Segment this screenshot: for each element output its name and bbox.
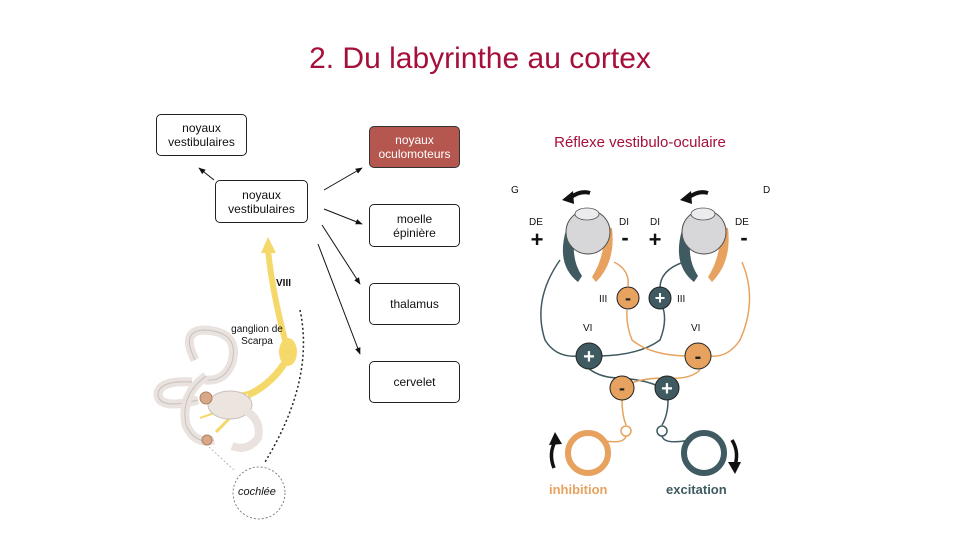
svg-text:-: - xyxy=(695,346,702,368)
nucleus-vi-right-label: VI xyxy=(691,323,701,334)
muscle-di-right: DI xyxy=(650,217,660,228)
labyrinth-illustration xyxy=(153,325,263,452)
arrow-to-cervelet xyxy=(317,243,361,355)
box-thalamus: thalamus xyxy=(369,283,460,325)
sign-di-left: - xyxy=(621,225,628,250)
svg-text:+: + xyxy=(583,346,595,368)
node-center-minus xyxy=(609,375,635,401)
eye-right xyxy=(678,190,729,282)
node-iii-right-plus xyxy=(648,286,672,310)
muscle-de-right: DE xyxy=(735,217,749,228)
ganglion-scarpa-label: ganglion de Scarpa xyxy=(231,324,283,347)
node-vi-left-plus xyxy=(575,342,603,370)
arrow-to-top-box xyxy=(198,167,215,181)
side-left-label: G xyxy=(511,185,519,196)
box-noyaux-vestibulaires-top: noyaux vestibulaires xyxy=(156,114,247,156)
nucleus-vi-left-label: VI xyxy=(583,323,593,334)
legend-inhibition: inhibition xyxy=(549,482,608,497)
svg-text:-: - xyxy=(619,378,625,398)
legend-excitation: excitation xyxy=(666,482,727,497)
box-noyaux-oculomoteurs: noyaux oculomoteurs xyxy=(369,126,460,168)
side-right-label: D xyxy=(763,185,771,196)
arrow-to-oculomoteurs xyxy=(323,167,363,191)
nerve-viii-label: VIII xyxy=(276,278,292,289)
pathway-arrows xyxy=(198,167,363,355)
arrow-to-thalamus xyxy=(321,224,361,285)
canal-right-excitation xyxy=(681,430,741,476)
excitation-lines xyxy=(540,259,691,443)
cochlea-pathway xyxy=(207,309,305,520)
sign-di-right: + xyxy=(649,227,662,252)
svg-text:+: + xyxy=(661,378,673,400)
sign-de-left: + xyxy=(531,227,544,252)
nucleus-iii-right-label: III xyxy=(677,294,686,305)
eye-left xyxy=(562,190,613,282)
sign-de-right: - xyxy=(740,225,747,250)
arrow-to-moelle xyxy=(323,208,363,225)
cochlea-label: cochlée xyxy=(238,486,276,498)
nucleus-iii-left-label: III xyxy=(599,294,608,305)
muscle-signs: + - + - xyxy=(531,225,748,252)
node-center-plus xyxy=(654,375,680,401)
page-title: 2. Du labyrinthe au cortex xyxy=(309,42,651,75)
muscle-de-left: DE xyxy=(529,217,543,228)
cochlea-circle xyxy=(232,466,286,520)
reflex-title: Réflexe vestibulo-oculaire xyxy=(554,134,726,151)
canal-left-inhibition xyxy=(549,430,611,476)
ganglion-scarpa-shape xyxy=(279,338,297,366)
box-moelle-epiniere: moelle épinière xyxy=(369,204,460,247)
box-cervelet: cervelet xyxy=(369,361,460,403)
svg-text:+: + xyxy=(655,288,666,308)
neuron-nodes: - + + - - + xyxy=(575,286,712,437)
muscle-di-left: DI xyxy=(619,217,629,228)
svg-text:-: - xyxy=(625,288,631,308)
node-vi-right-minus xyxy=(684,342,712,370)
node-iii-left-minus xyxy=(616,286,640,310)
box-noyaux-vestibulaires-center: noyaux vestibulaires xyxy=(215,180,308,223)
